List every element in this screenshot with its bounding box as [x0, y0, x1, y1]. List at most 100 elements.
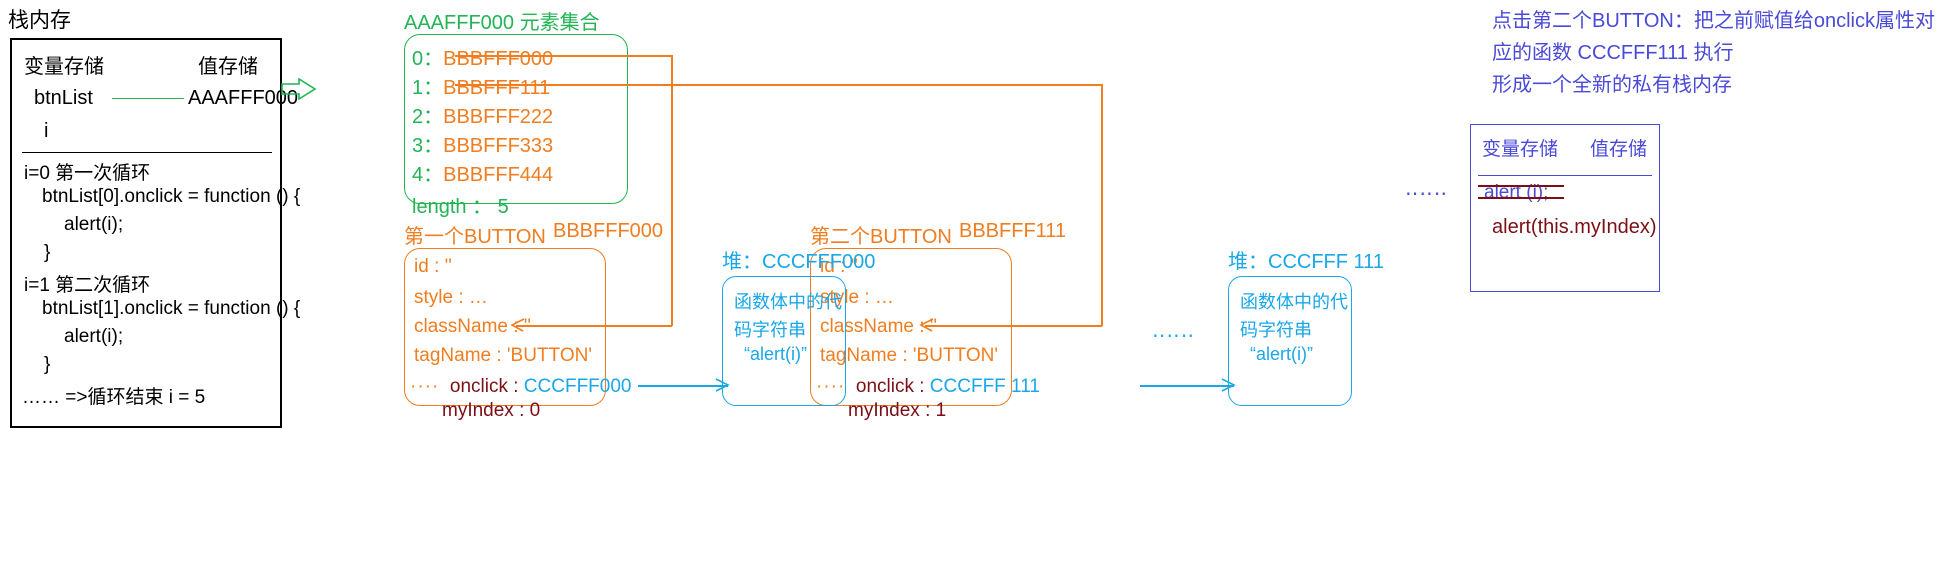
stack-memory-title: 栈内存 — [8, 9, 71, 32]
array-length-row: length ： 5 — [412, 190, 509, 219]
stack-header-variable: 变量存储 — [24, 56, 104, 78]
button-1-onclick-key: onclick : — [449, 376, 524, 397]
button-2-address: BBBFFF111 — [959, 220, 1067, 242]
button-2-prop-dots: ···· — [816, 376, 846, 397]
array-item-3-sep: ： — [423, 135, 444, 157]
array-item-1-sep: ： — [423, 77, 444, 99]
heap-2-line-1: 函数体中的代 — [1240, 292, 1348, 312]
private-scope-new-line: alert(this.myIndex) — [1492, 216, 1657, 238]
button-2-prop-onclick: ···· onclick : CCCFFF 111 — [816, 376, 1040, 398]
array-item-4-sep: ： — [423, 164, 444, 186]
private-scope-divider — [1478, 175, 1652, 176]
btnlist-value-link-line — [112, 98, 184, 99]
annotation-line-3: 形成一个全新的私有栈内存 — [1492, 74, 1732, 96]
button-2-onclick-key: onclick : — [855, 376, 930, 397]
heap-2-title: 堆：CCCFFF 111 — [1228, 251, 1384, 273]
stack-code-line-5: i=1 第二次循环 — [24, 275, 151, 296]
button-2-prop-classname: className : '' — [820, 316, 938, 337]
connector-array1-to-button2-v — [1101, 84, 1103, 326]
array-item-2-index: 2 — [412, 106, 424, 128]
connector-array1-arrowhead-icon — [919, 318, 935, 339]
array-collection-box — [404, 34, 628, 204]
stack-code-line-4: } — [44, 242, 51, 263]
array-item-4: 4：BBBFFF444 — [412, 158, 553, 187]
array-item-2-sep: ： — [423, 106, 444, 128]
connector-array0-to-button1-h1 — [455, 55, 673, 57]
stack-code-line-2: btnList[0].onclick = function () { — [42, 186, 301, 207]
button-1-address: BBBFFF000 — [553, 220, 664, 242]
ellipsis-right-of-private-scope: ‥‥‥ — [1405, 178, 1449, 200]
annotation-line-1: 点击第二个BUTTON：把之前赋值给onclick属性对 — [1492, 10, 1935, 32]
ellipsis-below-heap: ‥‥‥ — [1152, 320, 1196, 342]
connector-heap2-arrowhead-icon — [1220, 378, 1236, 399]
array-item-1: 1：BBBFFF111 — [412, 71, 550, 100]
stack-code-line-9: …… =>循环结束 i = 5 — [22, 387, 206, 408]
stack-code-line-8: } — [44, 354, 51, 375]
connector-array0-to-button1-h2 — [516, 325, 672, 327]
button-1-prop-dots: ···· — [410, 376, 440, 397]
array-item-0-index: 0 — [412, 48, 424, 70]
array-item-4-index: 4 — [412, 164, 424, 186]
button-2-myindex-text: myIndex : 1 — [848, 400, 947, 421]
private-scope-strikethrough-upper — [1478, 185, 1564, 187]
array-item-0-address: BBBFFF000 — [443, 48, 554, 70]
heap-1-line-2: 码字符串 — [734, 320, 806, 340]
connector-array1-to-button2-h1 — [455, 84, 1102, 86]
array-collection-title: AAAFFF000 元素集合 — [404, 12, 600, 34]
stack-header-value: 值存储 — [198, 56, 258, 78]
heap-1-line-3: “alert(i)” — [744, 344, 807, 364]
stack-to-array-arrow-icon — [281, 77, 317, 105]
button-2-onclick-value: CCCFFF 111 — [929, 376, 1040, 397]
heap-2-box — [1228, 276, 1352, 406]
stack-code-line-3: alert(i); — [64, 214, 124, 235]
array-length-label: length ： — [412, 196, 493, 218]
array-item-3: 3：BBBFFF333 — [412, 129, 553, 158]
private-scope-header-variable: 变量存储 — [1482, 139, 1559, 160]
array-item-3-address: BBBFFF333 — [443, 135, 554, 157]
connector-array0-to-button1-v — [671, 55, 673, 326]
stack-row-btnlist-value: AAAFFF000 — [188, 87, 299, 109]
button-1-onclick-value: CCCFFF000 — [523, 376, 632, 397]
button-2-prop-id: id : '' — [820, 256, 858, 277]
connector-heap1-arrowhead-icon — [714, 378, 730, 399]
private-scope-box — [1470, 124, 1660, 292]
button-1-prop-id: id : '' — [414, 256, 452, 277]
button-2-prop-style: style : … — [820, 287, 894, 308]
array-item-0: 0：BBBFFF000 — [412, 42, 553, 71]
stack-divider — [22, 152, 272, 153]
button-2-prop-myindex: myIndex : 1 — [848, 400, 946, 422]
array-item-4-address: BBBFFF444 — [443, 164, 554, 186]
array-item-0-sep: ： — [423, 48, 444, 70]
array-item-1-address: BBBFFF111 — [443, 77, 551, 99]
button-1-prop-myindex: myIndex : 0 — [442, 400, 540, 422]
button-1-title: 第一个BUTTON — [404, 226, 546, 248]
heap-1-box — [722, 276, 846, 406]
stack-memory-box: 变量存储 值存储 btnList AAAFFF000 i i=0 第一次循环 b… — [10, 38, 300, 428]
stack-row-btnlist-name: btnList — [34, 87, 93, 109]
button-2-prop-tagname: tagName : 'BUTTON' — [820, 345, 998, 366]
heap-2-line-3: “alert(i)” — [1250, 344, 1313, 364]
button-2-title: 第二个BUTTON — [810, 226, 952, 248]
array-item-2: 2：BBBFFF222 — [412, 100, 553, 129]
connector-button2-onclick-to-heap2 — [1140, 385, 1234, 387]
heap-2-line-2: 码字符串 — [1240, 320, 1312, 340]
connector-array1-to-button2-h2 — [925, 325, 1102, 327]
connector-array0-arrowhead-icon — [510, 318, 526, 339]
button-1-prop-tagname: tagName : 'BUTTON' — [414, 345, 592, 366]
heap-1-line-1: 函数体中的代 — [734, 292, 842, 312]
private-scope-strikethrough-lower — [1478, 197, 1564, 199]
annotation-line-2: 应的函数 CCCFFF111 执行 — [1492, 42, 1734, 64]
stack-code-line-6: btnList[1].onclick = function () { — [42, 298, 301, 319]
button-1-prop-onclick: ···· onclick : CCCFFF000 — [410, 376, 631, 398]
array-item-3-index: 3 — [412, 135, 424, 157]
array-item-2-address: BBBFFF222 — [443, 106, 554, 128]
button-1-myindex-text: myIndex : 0 — [442, 400, 541, 421]
stack-code-line-7: alert(i); — [64, 326, 124, 347]
heap-1-title: 堆：CCCFFF000 — [722, 251, 876, 273]
button-1-prop-style: style : … — [414, 287, 488, 308]
stack-row-i-name: i — [44, 120, 49, 142]
array-length-value: 5 — [497, 196, 509, 218]
private-scope-header-value: 值存储 — [1590, 139, 1648, 160]
connector-button1-onclick-to-heap1 — [638, 385, 728, 387]
button-1-box — [404, 248, 606, 406]
